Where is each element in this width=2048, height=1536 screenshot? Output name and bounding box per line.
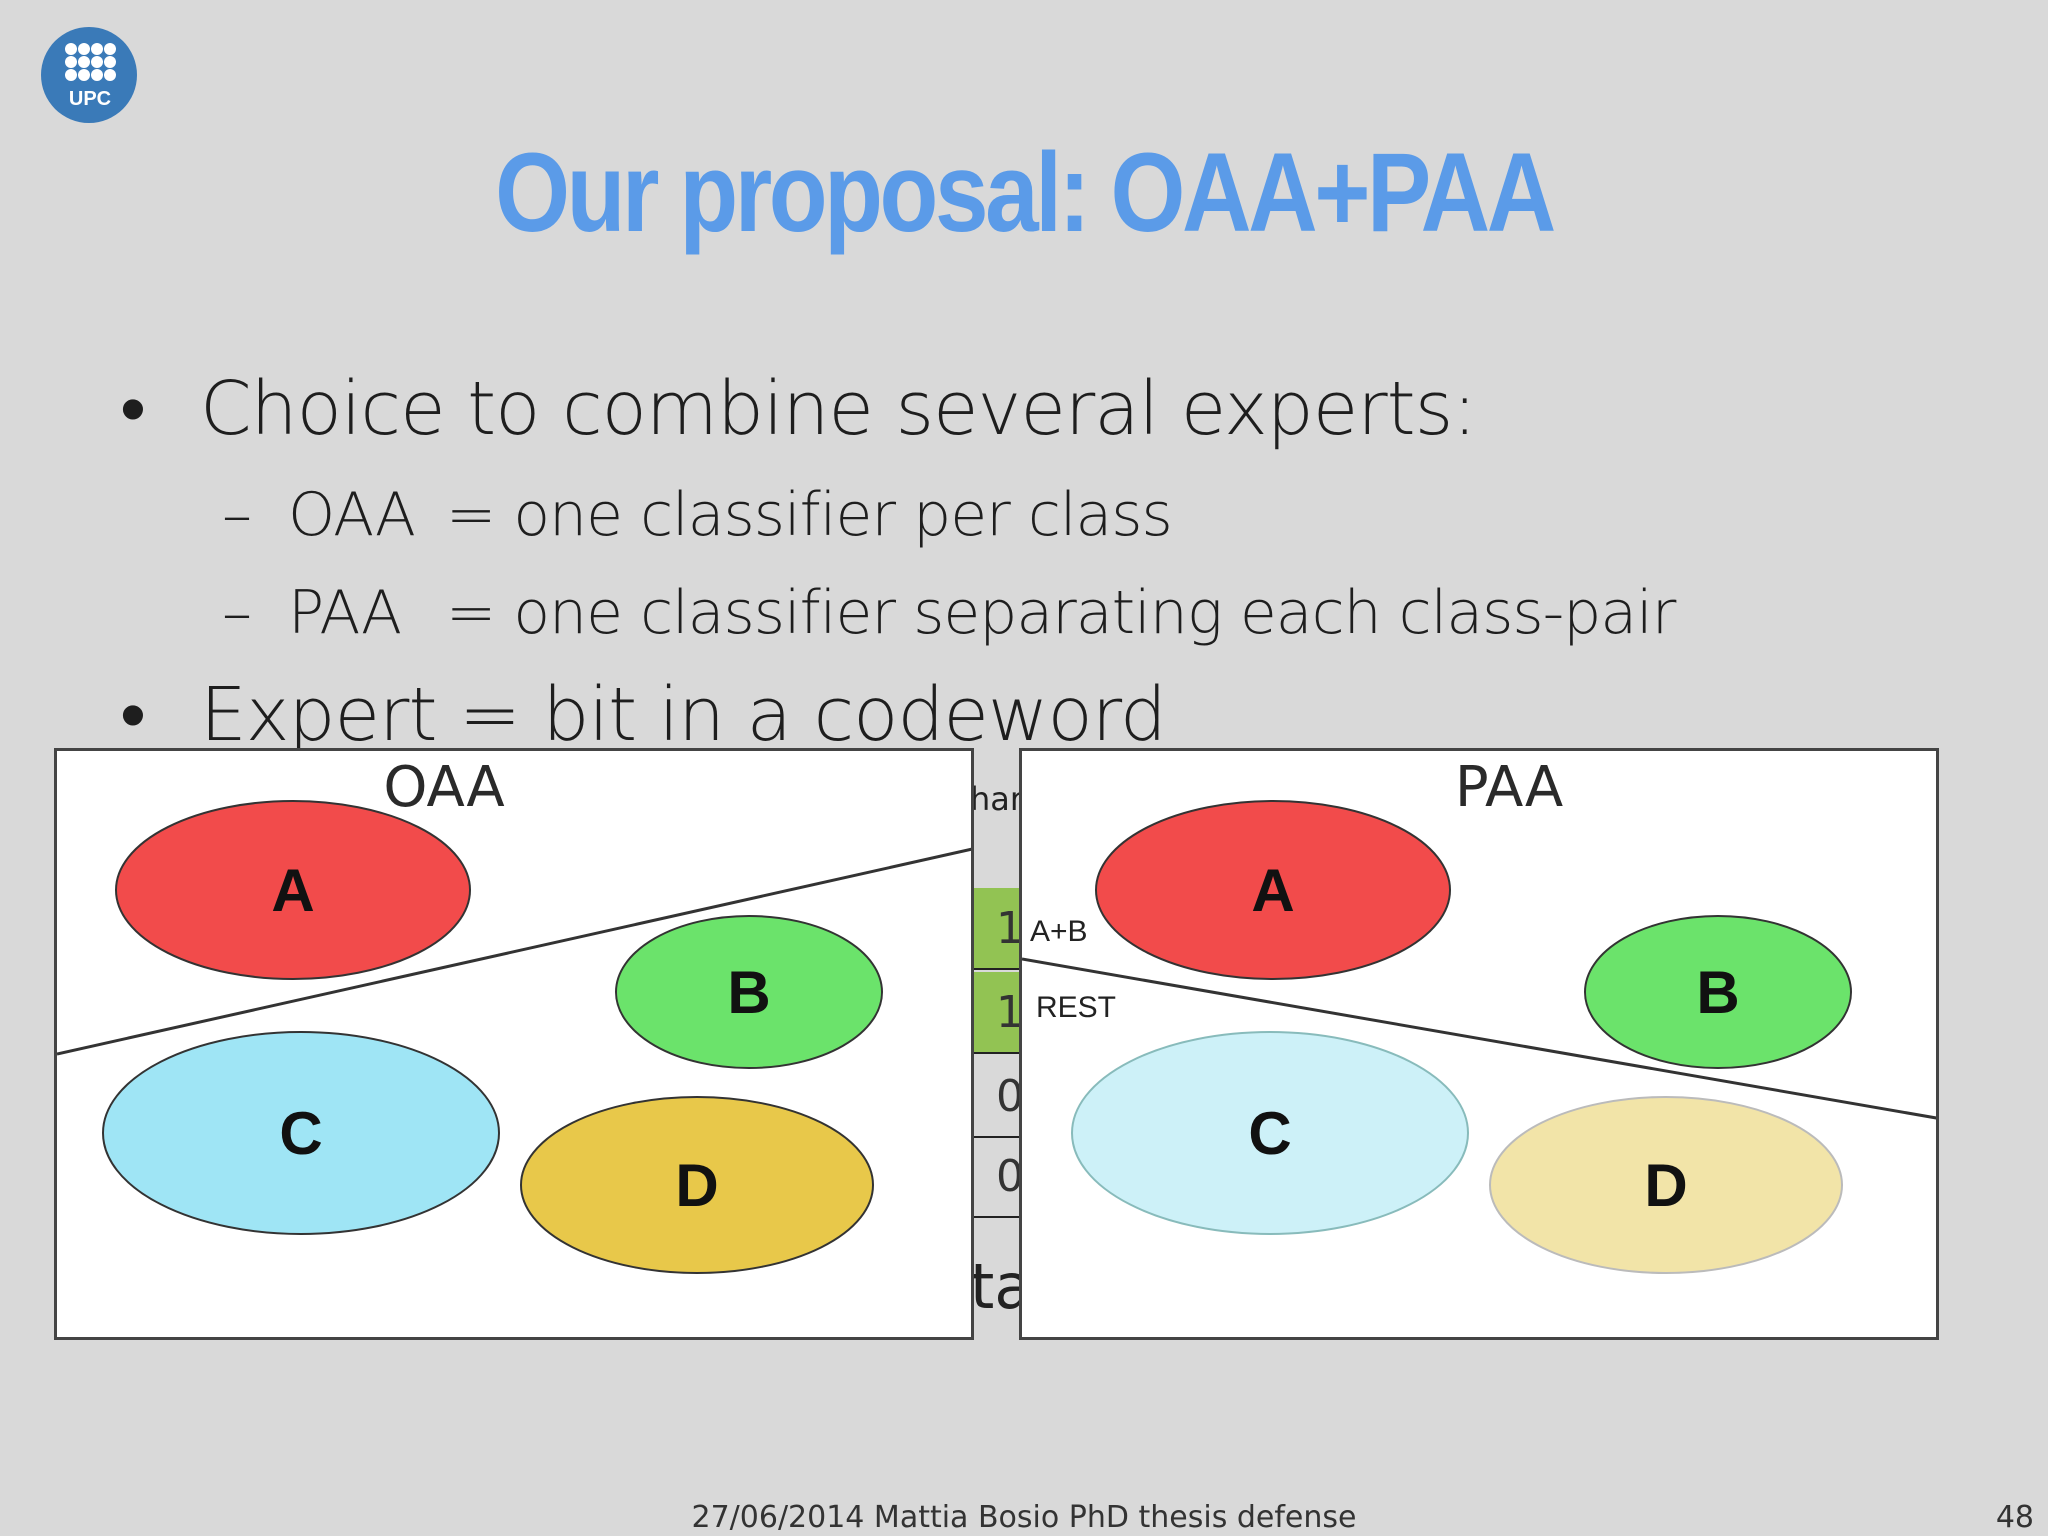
class-ellipse-a	[115, 800, 471, 980]
bullet-expert-bit: • Expert = bit in a codeword	[120, 672, 1167, 758]
class-ellipse-b	[615, 915, 883, 1069]
class-label-c: C	[279, 1100, 323, 1167]
paa-title: PAA	[1454, 755, 1564, 820]
class-label-b: B	[727, 959, 771, 1026]
class-ellipse-d	[1489, 1096, 1843, 1274]
sub-bullet-text: = one classifier separating each class-p…	[446, 578, 1676, 648]
logo-text: UPC	[69, 88, 111, 110]
page-number: 48	[1995, 1500, 2034, 1535]
paa-diagram	[1022, 800, 1936, 1274]
bullet-combine-experts: • Choice to combine several experts:	[120, 366, 1477, 452]
separating-line	[57, 847, 971, 1056]
class-ellipse-d	[520, 1096, 874, 1274]
slide-footer: 27/06/2014 Mattia Bosio PhD thesis defen…	[691, 1500, 1357, 1535]
class-ellipse-c	[102, 1031, 500, 1235]
dash-icon: –	[222, 578, 252, 648]
class-label-d: D	[1644, 1152, 1688, 1219]
separating-line	[1022, 957, 1936, 1120]
class-label-d: D	[675, 1152, 719, 1219]
oaa-figure: OAA A B C D	[54, 748, 974, 1340]
class-ellipse-b	[1584, 915, 1852, 1069]
oaa-title: OAA	[383, 755, 505, 820]
bullet-text: Choice to combine several experts:	[200, 366, 1477, 452]
bullet-dot-icon: •	[120, 366, 146, 452]
sub-bullet-text: = one classifier per class	[446, 480, 1173, 550]
side-label-a-plus-b: A+B	[1030, 915, 1088, 948]
sub-bullet-label: OAA	[288, 480, 416, 550]
sub-bullet-oaa: –OAA = one classifier per class	[222, 480, 1173, 550]
upc-logo: UPC	[41, 27, 137, 123]
class-label-b: B	[1696, 959, 1740, 1026]
class-ellipse-c	[1071, 1031, 1469, 1235]
bullet-dot-icon: •	[120, 672, 146, 758]
sub-bullet-paa: –PAA = one classifier separating each cla…	[222, 578, 1676, 648]
dash-icon: –	[222, 480, 252, 550]
oaa-diagram	[57, 800, 971, 1274]
class-ellipse-a	[1095, 800, 1451, 980]
bullet-text: Expert = bit in a codeword	[200, 672, 1167, 758]
class-label-c: C	[1248, 1100, 1292, 1167]
sub-bullet-label: PAA	[288, 578, 402, 648]
paa-figure: PAA A+B REST A B C D	[1019, 748, 1939, 1340]
class-label-a: A	[271, 857, 315, 924]
class-label-a: A	[1251, 857, 1295, 924]
fragment-text-top: har	[970, 780, 1024, 818]
side-label-rest: REST	[1036, 991, 1117, 1024]
slide-title: Our proposal: OAA+PAA	[495, 130, 1556, 255]
